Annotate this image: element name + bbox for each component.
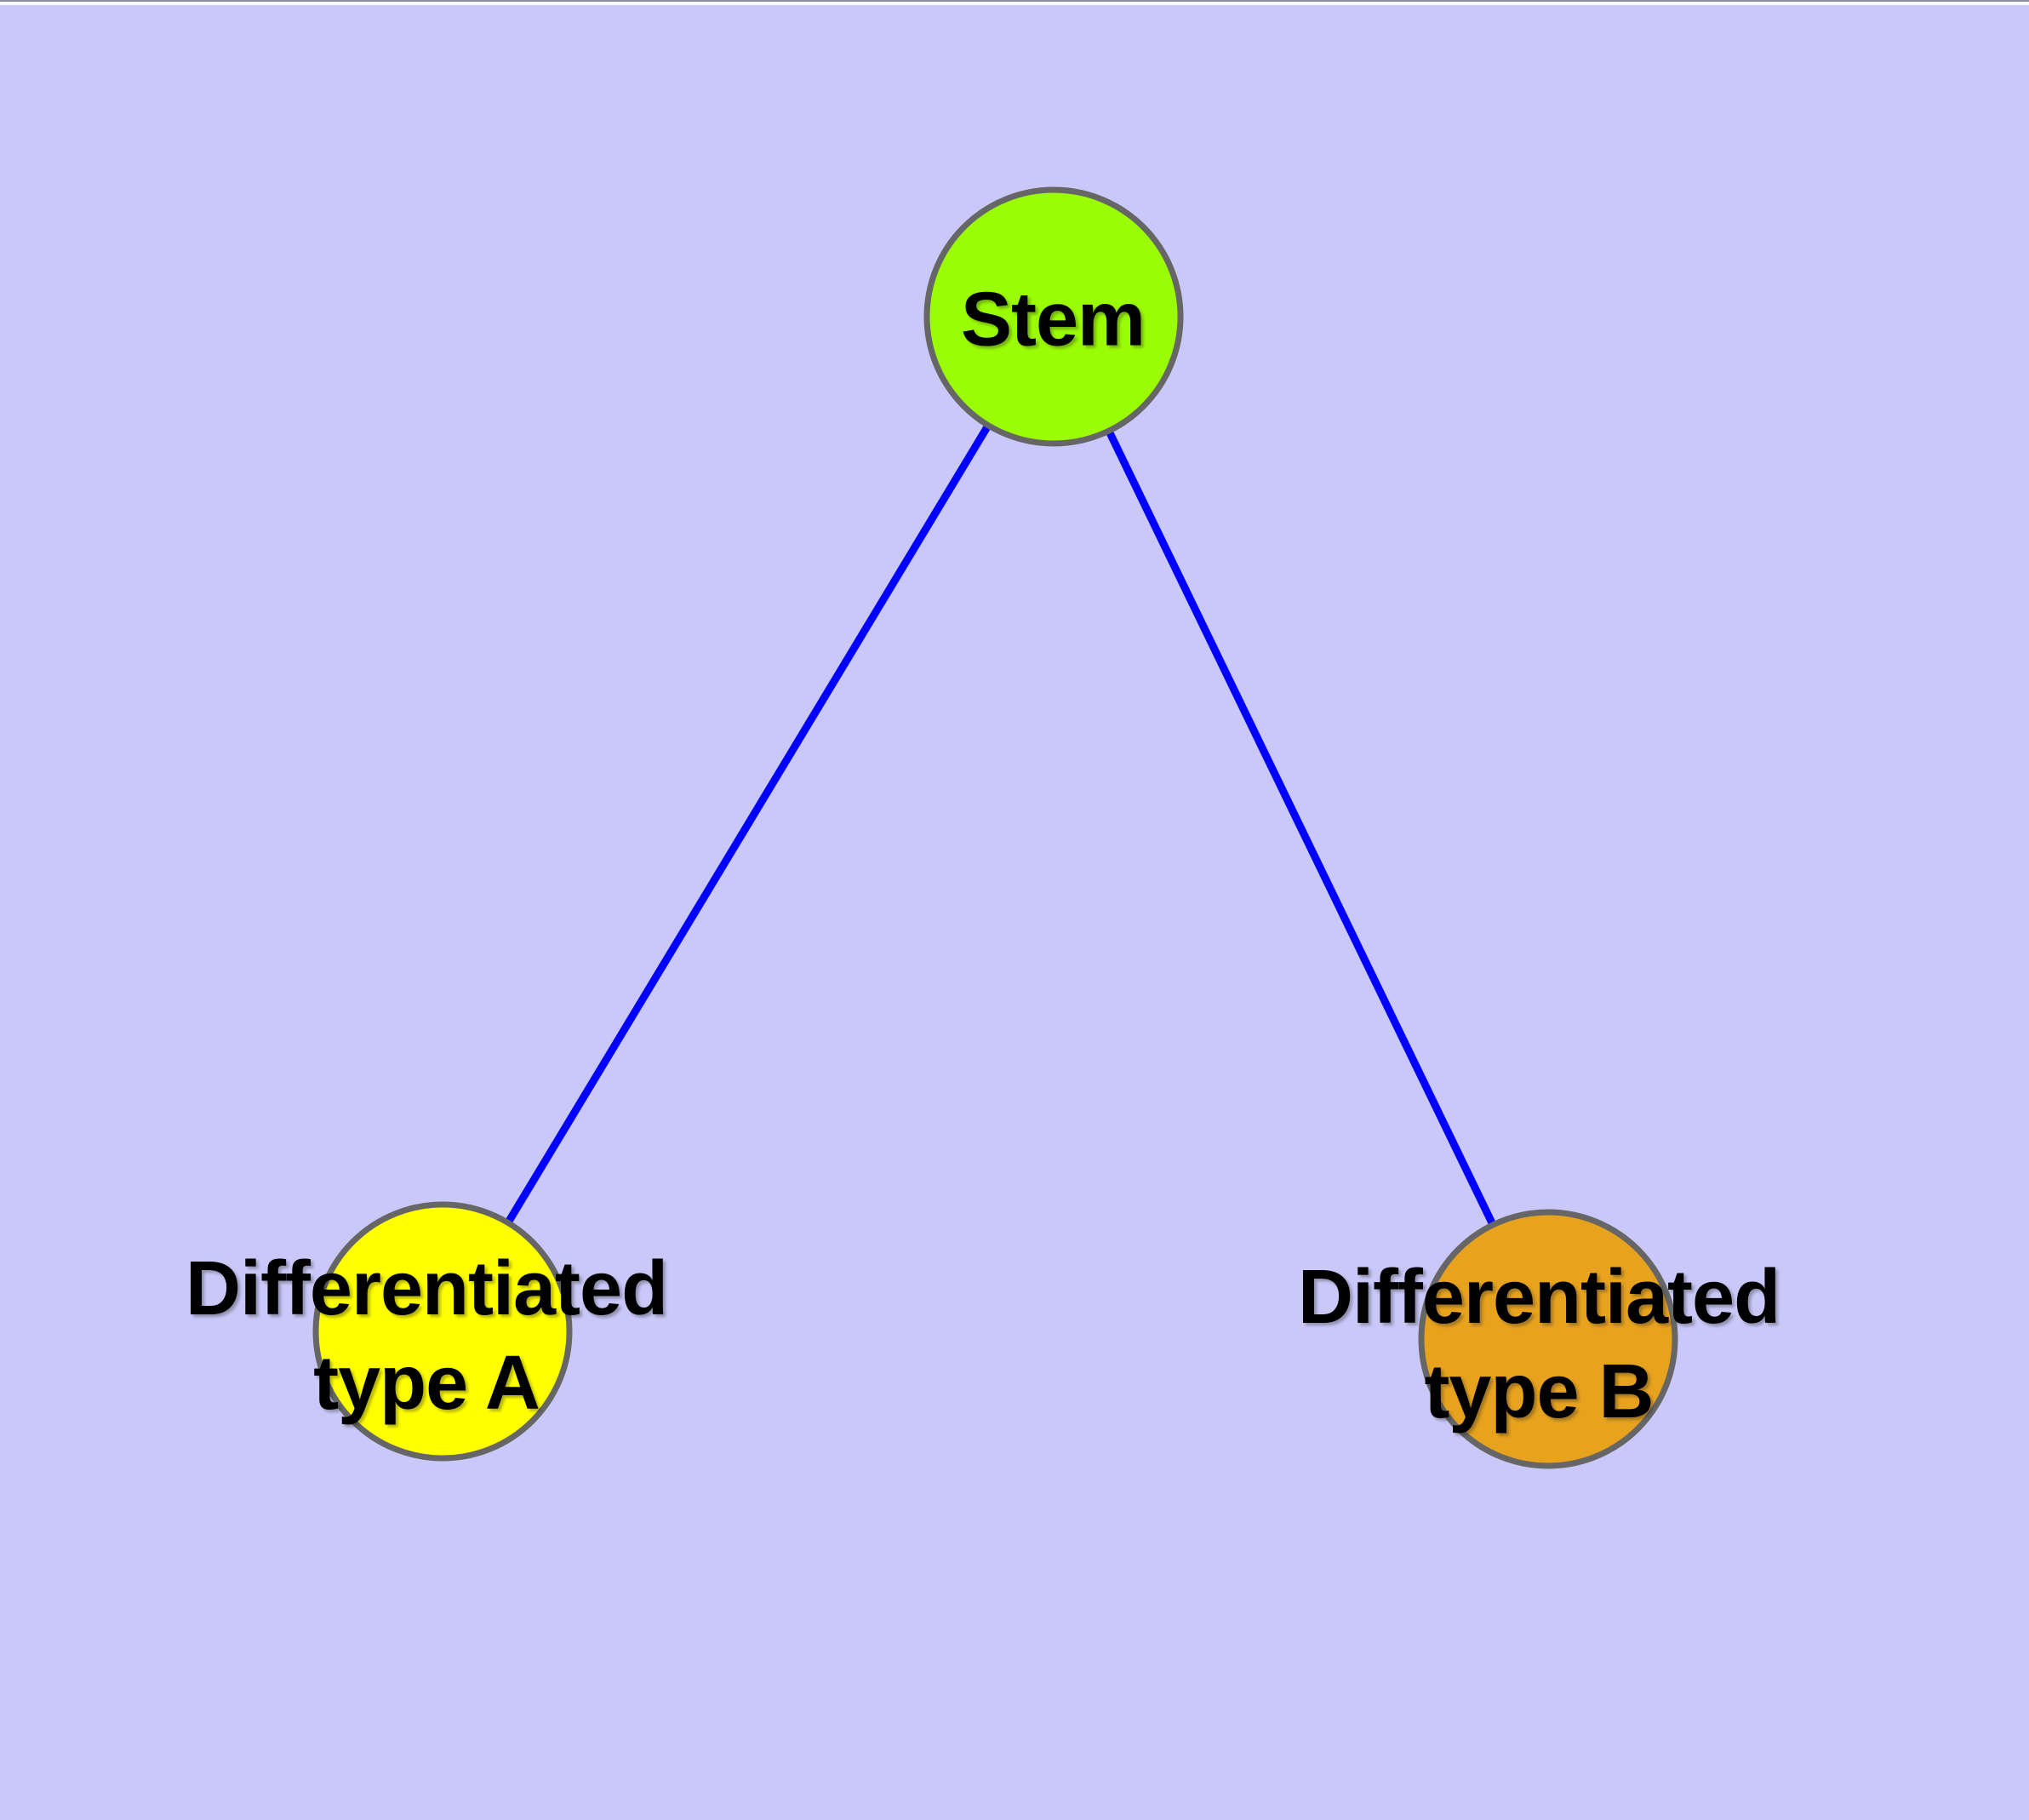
node-label-stem: Stem [960, 277, 1146, 363]
node-stem [923, 186, 1184, 447]
node-type-a [312, 1201, 573, 1462]
node-type-b [1418, 1209, 1678, 1469]
window-top-edge [0, 0, 2029, 5]
edge-stem-to-type-a [439, 314, 1057, 1334]
edge-stem-to-type-b [1049, 315, 1552, 1341]
node-label-differentiated-type-b: Differentiated type B [1297, 1255, 1780, 1434]
node-label-differentiated-type-a: Differentiated type A [185, 1246, 668, 1426]
